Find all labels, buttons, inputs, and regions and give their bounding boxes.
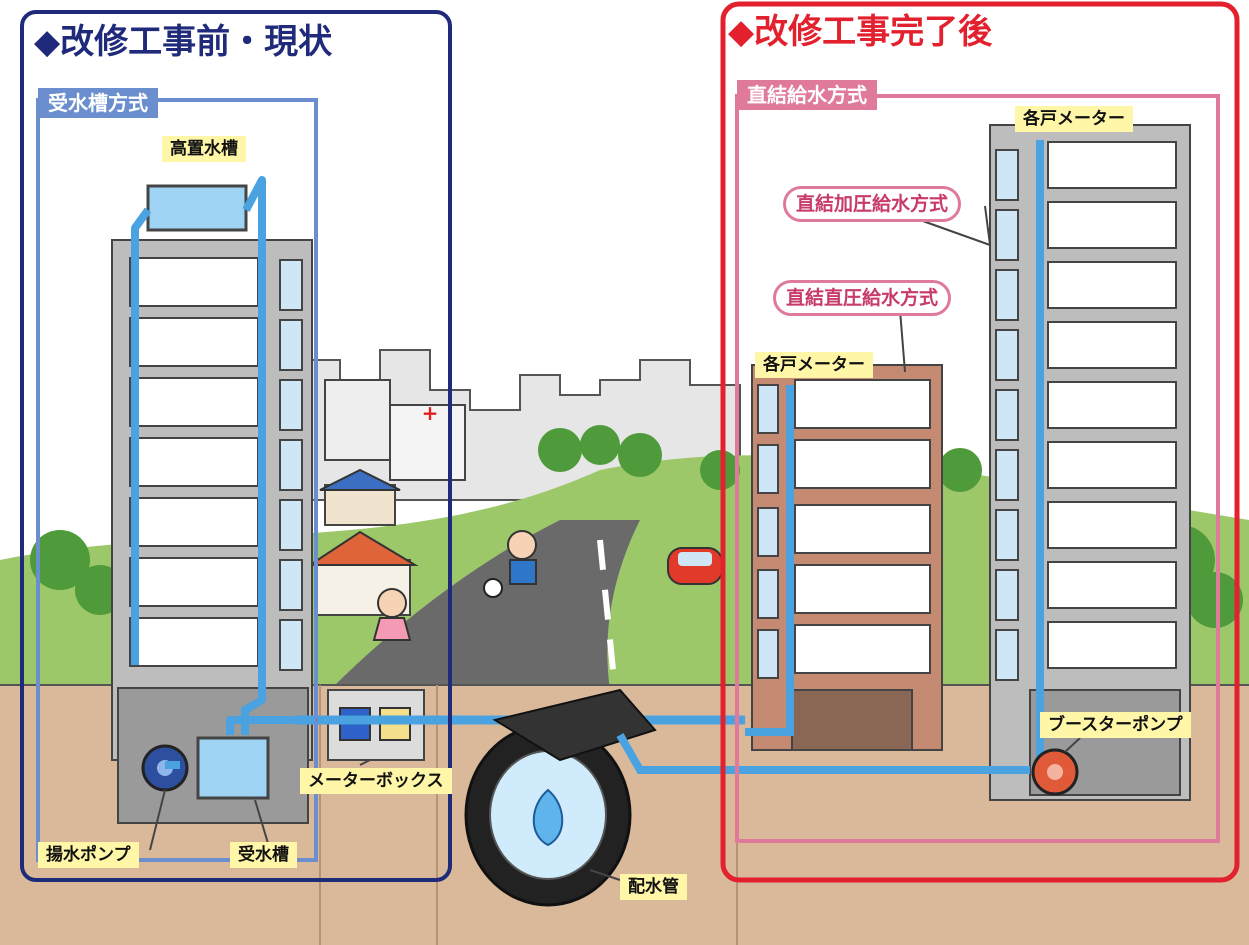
apartment-units-pressurized (1047, 141, 1177, 669)
building-small-1 (324, 379, 391, 461)
hospital (389, 404, 466, 481)
pipe-to-booster (616, 733, 1030, 774)
after-system-tag: 直結給水方式 (737, 80, 877, 110)
windows-direct (757, 384, 779, 679)
hospital-cross-icon: + (422, 401, 439, 425)
meter-box-label: メーターボックス (300, 768, 452, 794)
before-system-tag: 受水槽方式 (38, 88, 158, 118)
receiving-tank-label: 受水槽 (230, 842, 297, 868)
pressurized-method-label: 直結加圧給水方式 (783, 186, 962, 222)
receiving-tank (196, 736, 270, 800)
building-direct (751, 364, 943, 751)
meter-label-pressurized: 各戸メーター (1015, 106, 1133, 132)
girl (372, 588, 412, 641)
windows-before (279, 259, 303, 671)
meter-label-direct: 各戸メーター (755, 352, 873, 378)
pipe-direct (745, 385, 794, 736)
main-pipe-label: 配水管 (620, 874, 687, 900)
elevated-tank-label: 高置水槽 (162, 136, 246, 162)
before-frame (20, 10, 452, 882)
after-frame (720, 1, 1240, 883)
after-title: ◆改修工事完了後 (728, 12, 993, 52)
before-system-frame (36, 98, 318, 862)
after-system-frame (735, 94, 1220, 843)
booster-pump-label: ブースターポンプ (1040, 712, 1191, 738)
water-drop-icon (532, 788, 564, 847)
soccer-ball-icon (483, 578, 503, 598)
pump-label: 揚水ポンプ (38, 842, 139, 868)
before-title: ◆改修工事前・現状 (34, 22, 333, 62)
road (330, 520, 640, 690)
road-markings (597, 539, 618, 691)
direct-method-label: 直結直圧給水方式 (773, 280, 952, 316)
boy (507, 530, 537, 585)
pipe-before (131, 176, 295, 769)
windows-pressurized (995, 149, 1019, 681)
elevated-tank (146, 184, 248, 232)
apartment-units-before (129, 257, 259, 667)
house-1 (324, 484, 396, 526)
apartment-units-direct (794, 379, 931, 674)
car (667, 547, 723, 585)
